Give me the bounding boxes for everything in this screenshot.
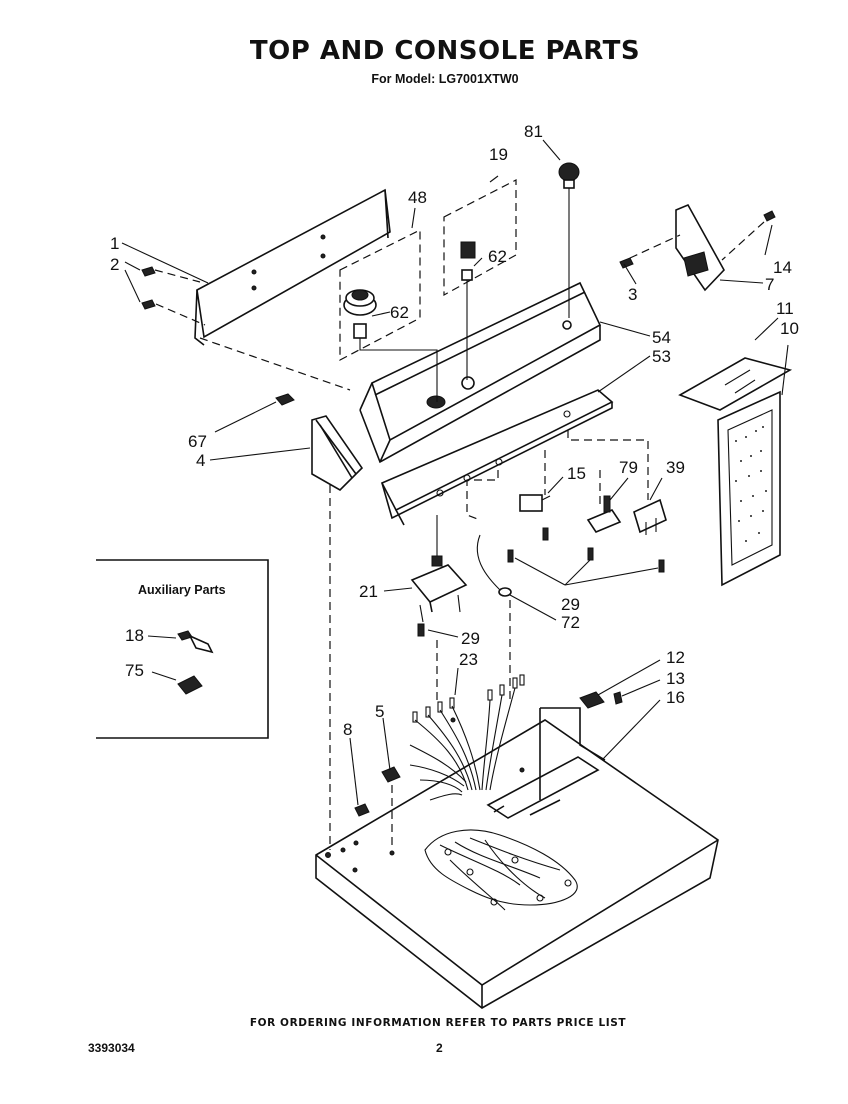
callout-29-left: 29 (461, 629, 480, 648)
screw-icon (763, 210, 776, 222)
callout-81: 81 (524, 122, 543, 141)
right-end-cap (675, 203, 725, 292)
rotary-switch-icon (633, 498, 667, 535)
clip-icon (354, 803, 370, 817)
auxiliary-title: Auxiliary Parts (138, 583, 226, 597)
wire-lead (476, 534, 503, 593)
callout-53: 53 (652, 347, 671, 366)
ordering-note: FOR ORDERING INFORMATION REFER TO PARTS … (249, 1017, 627, 1029)
callout-13: 13 (666, 669, 685, 688)
callout-8: 8 (343, 720, 352, 739)
screw-icon (141, 266, 156, 310)
leader-lines (121, 139, 789, 806)
terminal-block (519, 494, 543, 512)
dryer-top-panel (315, 717, 719, 1009)
callout-16: 16 (666, 688, 685, 707)
callout-11: 11 (776, 299, 794, 318)
screw-icon (417, 623, 425, 637)
selector-knob-icon (460, 241, 476, 281)
clip-icon (381, 766, 401, 783)
terminal-icon (177, 630, 214, 654)
end-cap (311, 415, 364, 491)
callout-21: 21 (359, 582, 378, 601)
switch-icon (586, 495, 622, 533)
vent-panel (678, 357, 793, 411)
clip-icon (275, 393, 295, 406)
callout-2: 2 (110, 255, 119, 274)
callout-67: 67 (188, 432, 207, 451)
dashed-group-19 (443, 179, 517, 297)
connector-icon (177, 675, 203, 695)
callout-3: 3 (628, 285, 637, 304)
callout-4: 4 (196, 451, 205, 470)
model-subtitle: For Model: LG7001XTW0 (371, 72, 519, 86)
callout-14: 14 (773, 258, 792, 277)
knob-icon (558, 162, 580, 189)
timer-knob-icon (343, 289, 377, 339)
callout-79: 79 (619, 458, 638, 477)
screw-icon (613, 691, 623, 705)
callout-12: 12 (666, 648, 685, 667)
callout-62-top: 62 (488, 247, 507, 266)
auxiliary-parts-box: Auxiliary Parts 18 75 (96, 559, 269, 739)
callout-5: 5 (375, 702, 384, 721)
callout-18: 18 (125, 626, 144, 645)
callout-10: 10 (780, 319, 799, 338)
callout-48: 48 (408, 188, 427, 207)
callout-54: 54 (652, 328, 671, 347)
lint-screen (717, 390, 781, 587)
document-number: 3393034 (88, 1041, 135, 1055)
callout-23: 23 (459, 650, 478, 669)
console-support (380, 389, 614, 526)
callout-7: 7 (765, 275, 774, 294)
callout-39: 39 (666, 458, 685, 477)
screw-icon (619, 257, 634, 269)
bracket-icon (579, 691, 605, 709)
callout-29-right: 29 (561, 595, 580, 614)
control-console (359, 281, 602, 464)
callout-1: 1 (110, 234, 119, 253)
rear-panel (194, 188, 391, 346)
callout-19: 19 (489, 145, 508, 164)
dashed-group-48 (339, 229, 421, 361)
callout-72: 72 (561, 613, 580, 632)
callout-labels: 1 2 81 19 48 62 62 14 7 3 11 54 10 53 67… (110, 122, 799, 739)
callout-62-left: 62 (390, 303, 409, 322)
timer-motor (410, 555, 468, 623)
screw-icon (507, 527, 665, 573)
wire-harness (409, 674, 525, 801)
page-number: 2 (436, 1041, 443, 1055)
callout-75: 75 (125, 661, 144, 680)
page-title: TOP AND CONSOLE PARTS (249, 36, 641, 66)
callout-15: 15 (567, 464, 586, 483)
